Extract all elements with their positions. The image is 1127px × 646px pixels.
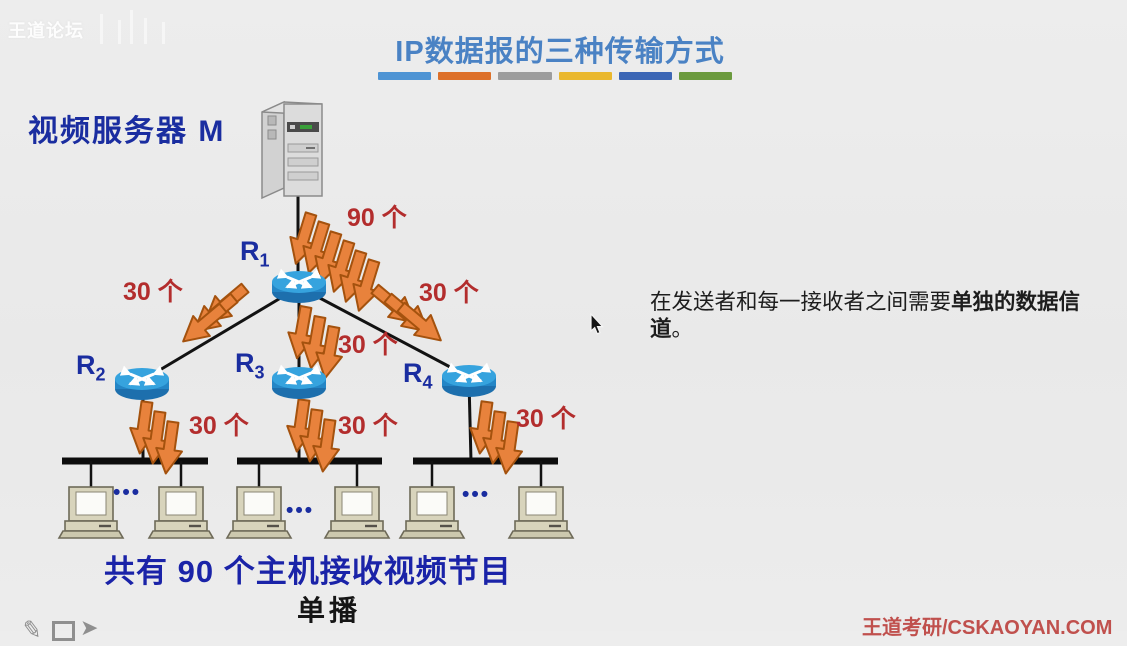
host-computer [398,485,466,540]
page-title: IP数据报的三种传输方式 [395,36,725,68]
host-computer [147,485,215,540]
flow-label-r1-r3: 30 个 [338,331,398,359]
toolbar-fragment: ✎ ➤ [0,614,130,645]
server-label: 视频服务器 M [28,115,226,148]
title-dash [558,72,612,80]
mode-caption: 单播 [297,595,362,626]
lan1-ellipsis: ••• [113,481,142,504]
flow-label-r2-lan1: 30 个 [189,412,249,440]
title-dash [438,72,492,80]
note-line-2: 道。 [650,317,694,341]
title-dash [498,72,552,80]
watermark-brand: 王道论坛 [8,21,84,41]
flow-label-r4-lan3: 30 个 [516,405,576,433]
router-label-r1: R1 [240,236,270,271]
arrow-icon: ➤ [80,615,99,640]
host-computer [507,485,575,540]
title-dash [618,72,672,80]
mouse-cursor [590,312,604,335]
flow-arrows-r1-r2 [173,277,255,353]
host-drop-lines [89,461,543,487]
note-text: 在发送者和每一接收者之间需要单独的数据信 道。 [650,289,1125,343]
router-icon-r3 [272,367,326,399]
title-dash [378,72,432,80]
summary-caption: 共有 90 个主机接收视频节目 [104,554,512,589]
rectangle-icon [52,621,75,641]
router-label-r3: R3 [235,348,265,383]
flow-label-server-r1: 90 个 [347,204,407,232]
router-label-r4: R4 [403,358,433,393]
flow-label-r3-lan2: 30 个 [338,412,398,440]
host-computer [323,485,391,540]
lan3-ellipsis: ••• [462,483,491,506]
flow-label-r1-r4: 30 个 [419,279,479,307]
router-label-r2: R2 [76,350,106,385]
router-icon-r4 [442,365,496,397]
footer-brand: 王道考研/CSKAOYAN.COM [862,617,1113,639]
note-line-1: 在发送者和每一接收者之间需要单独的数据信 [650,290,1081,314]
host-computer [225,485,293,540]
lan2-ellipsis: ••• [286,499,315,522]
title-underline [378,72,733,80]
router-icon-r1 [272,271,326,303]
pencil-icon: ✎ [20,615,44,646]
server-icon [261,100,323,200]
router-icon-r2 [115,368,169,400]
title-dash [678,72,733,80]
watermark-logo [78,8,188,46]
flow-label-r1-r2: 30 个 [123,278,183,306]
network-diagram [57,100,604,540]
